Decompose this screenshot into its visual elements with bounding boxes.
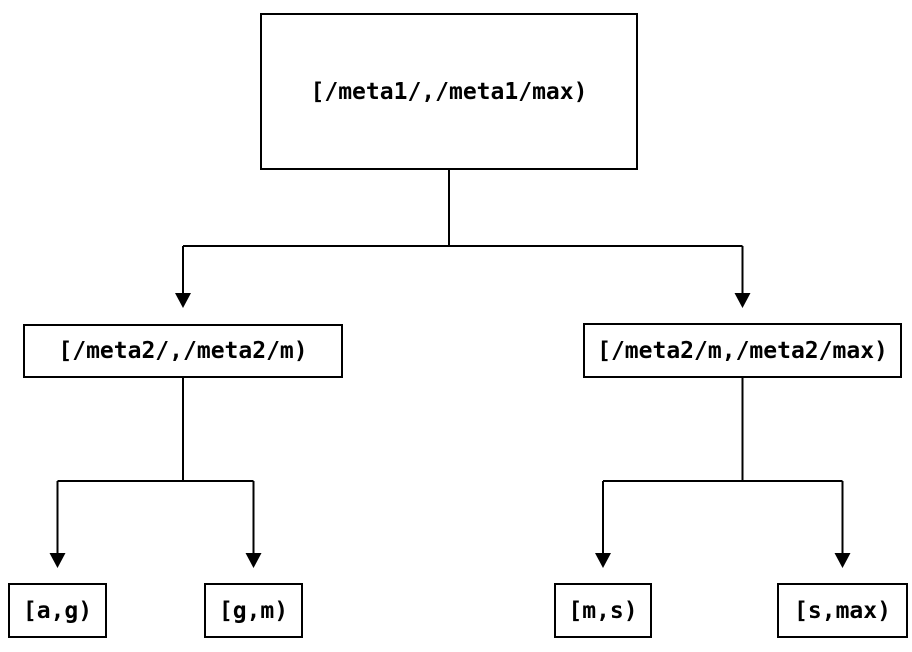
node-root-label: [/meta1/,/meta1/max)	[310, 78, 588, 105]
node-leaf-ag: [a,g)	[8, 583, 107, 638]
node-leaf-ag-label: [a,g)	[22, 597, 93, 624]
node-leaf-gm: [g,m)	[204, 583, 303, 638]
node-meta2-right-label: [/meta2/m,/meta2/max)	[597, 337, 888, 364]
arrowhead-leaf-ag-icon	[49, 553, 66, 568]
node-leaf-ms-label: [m,s)	[568, 597, 638, 624]
node-leaf-smax: [s,max)	[777, 583, 908, 638]
node-leaf-ms: [m,s)	[554, 583, 652, 638]
edge-lines	[56, 170, 844, 554]
arrowhead-leaf-ms-icon	[595, 553, 611, 568]
arrowhead-mid-right-icon	[734, 293, 751, 308]
arrowhead-mid-left-icon	[175, 293, 191, 308]
node-meta2-left: [/meta2/,/meta2/m)	[23, 324, 343, 378]
arrowhead-leaf-gm-icon	[245, 553, 262, 568]
edge-arrowheads	[49, 293, 851, 568]
node-meta2-left-label: [/meta2/,/meta2/m)	[58, 338, 308, 364]
node-leaf-gm-label: [g,m)	[218, 597, 289, 624]
arrowhead-leaf-smax-icon	[834, 553, 851, 568]
node-root: [/meta1/,/meta1/max)	[260, 13, 638, 170]
node-meta2-right: [/meta2/m,/meta2/max)	[583, 323, 902, 378]
node-leaf-smax-label: [s,max)	[794, 597, 891, 624]
